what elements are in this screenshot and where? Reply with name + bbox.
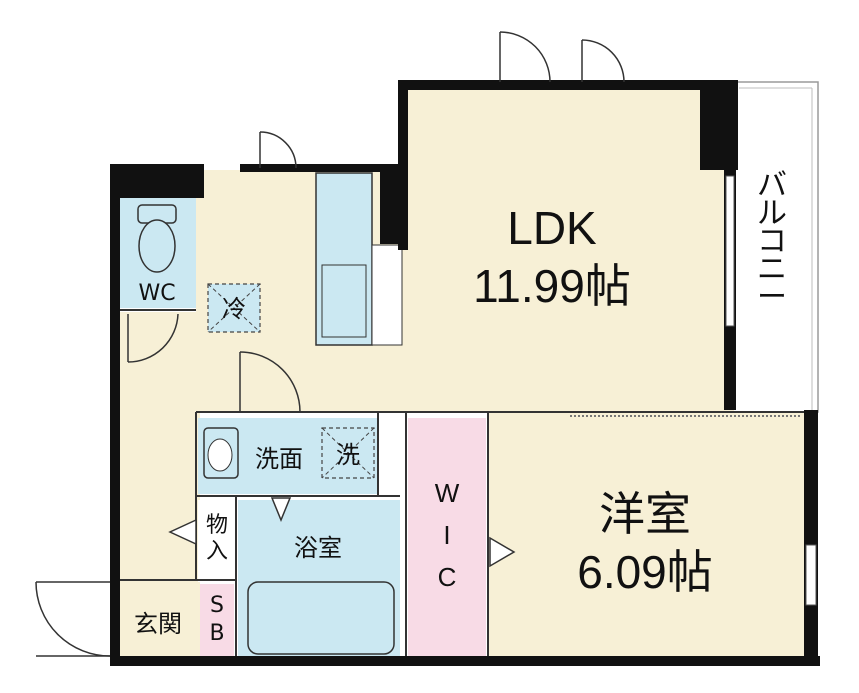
toilet-icon xyxy=(137,204,177,273)
kitchen-counter xyxy=(315,172,403,346)
balcony-window xyxy=(725,175,735,327)
sink-icon xyxy=(203,427,239,479)
western-floor xyxy=(488,412,814,658)
balcony-label: バルコニー xyxy=(757,168,787,315)
storage-label: 物入 xyxy=(206,513,228,564)
storage-floor xyxy=(198,500,236,582)
refrigerator-label: 冷 xyxy=(222,295,246,323)
ldk-size-label: 11.99帖 xyxy=(473,260,631,312)
hall-floor xyxy=(118,312,200,582)
entrance-floor xyxy=(118,580,200,657)
doors xyxy=(35,31,625,657)
shoe-box-floor xyxy=(200,584,234,656)
bathroom-label: 浴室 xyxy=(294,534,342,562)
western-label: 洋室 xyxy=(599,488,691,540)
washer-box xyxy=(321,427,375,479)
interior-partitions xyxy=(118,309,812,658)
wic-floor xyxy=(408,418,486,658)
wc-label: WC xyxy=(138,281,175,306)
ldk-label: LDK xyxy=(507,202,597,254)
balcony-area xyxy=(732,81,819,413)
entrance-label: 玄関 xyxy=(134,610,182,638)
refrigerator-box xyxy=(207,283,261,333)
bathtub xyxy=(247,581,395,655)
washer-label: 洗 xyxy=(336,441,360,469)
western-size-label: 6.09帖 xyxy=(577,546,713,598)
ldk-floor xyxy=(400,88,734,411)
western-window xyxy=(805,544,817,606)
washroom-label: 洗面 xyxy=(255,445,303,473)
